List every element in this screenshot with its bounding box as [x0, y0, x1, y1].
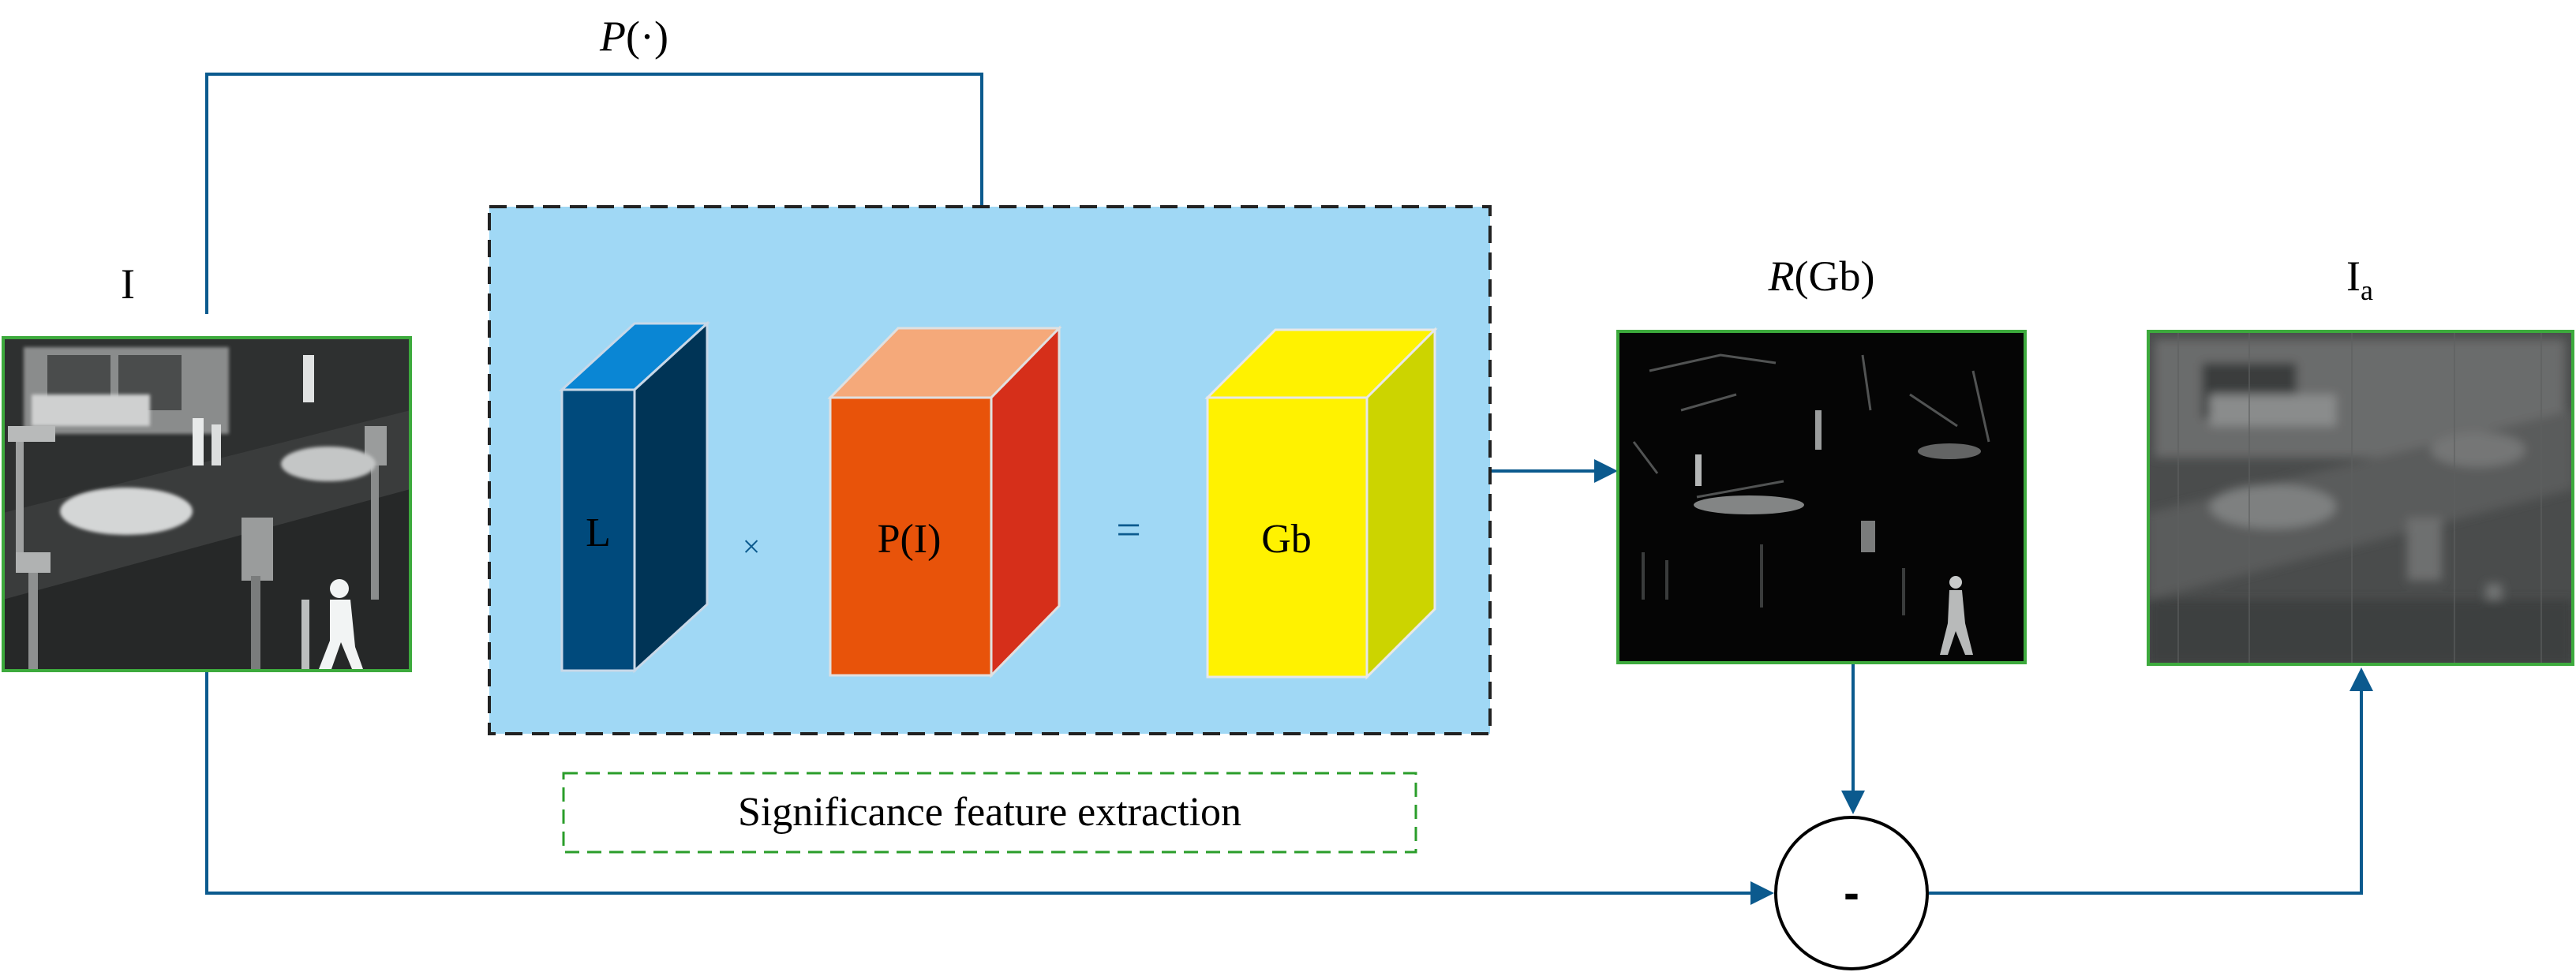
residual-image	[1616, 330, 2027, 664]
block-gb-label: Gb	[1261, 517, 1312, 562]
projection-arrow	[205, 73, 986, 323]
input-label: I	[121, 260, 135, 308]
input-bypass-arrow	[205, 671, 1760, 895]
multiply-operator: ×	[743, 529, 761, 564]
input-image	[2, 336, 412, 672]
caption-box	[562, 772, 1417, 854]
block-p-i: P(I)	[827, 325, 1062, 679]
residual-label: R(Gb)	[1768, 252, 1875, 300]
block-l: L	[559, 320, 710, 674]
equals-operator: =	[1116, 506, 1141, 555]
caption-text: Significance feature extraction	[738, 790, 1241, 835]
output-arrowhead	[2349, 667, 2373, 691]
projection-label: P(·)	[599, 13, 668, 60]
input-bypass-arrowhead	[1750, 881, 1774, 905]
block-p-i-label: P(I)	[878, 517, 942, 562]
residual-arrowhead	[1841, 791, 1865, 814]
feature-arrowhead	[1594, 459, 1618, 483]
block-gb: Gb	[1204, 327, 1438, 680]
subtract-operator: -	[1844, 866, 1859, 919]
output-arrow	[1929, 686, 2363, 895]
output-image	[2147, 330, 2574, 666]
subtract-node	[1774, 816, 1929, 970]
output-label: Ia	[2346, 252, 2373, 306]
block-l-label: L	[586, 510, 611, 555]
